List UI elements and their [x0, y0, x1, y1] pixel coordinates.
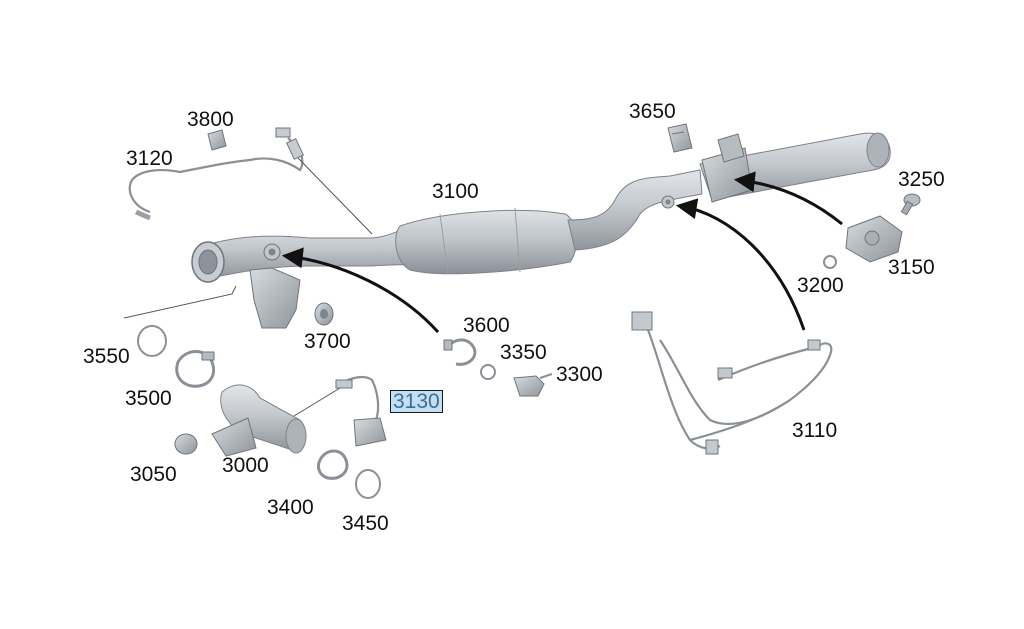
part-label-3500: 3500	[125, 387, 172, 410]
leader-line-3550	[123, 285, 237, 319]
actuator-3150	[845, 215, 903, 263]
part-label-3000: 3000	[222, 454, 269, 477]
clip-3800	[207, 129, 227, 151]
part-label-3100: 3100	[432, 180, 479, 203]
part-label-3110: 3110	[792, 419, 838, 442]
part-label-3350: 3350	[500, 341, 547, 364]
part-label-3400: 3400	[267, 496, 314, 519]
fitting-3300	[513, 373, 553, 397]
gasket-ring-3550	[137, 325, 167, 357]
sensor-harness-3110	[631, 311, 833, 455]
ring-3350	[480, 364, 496, 380]
sensor-3130	[335, 375, 387, 447]
part-label-3700: 3700	[304, 330, 351, 353]
part-label-3650: 3650	[629, 100, 676, 123]
grommet-3700	[314, 302, 334, 326]
part-label-3150: 3150	[888, 256, 935, 279]
cap-3050	[174, 433, 198, 455]
sensor-harness-3120	[128, 127, 304, 221]
part-label-3600: 3600	[463, 314, 510, 337]
part-label-3250: 3250	[898, 168, 945, 191]
part-label-3200: 3200	[797, 274, 844, 297]
screw-3250	[900, 193, 921, 216]
part-label-3450: 3450	[342, 512, 389, 535]
part-label-3550: 3550	[83, 345, 130, 368]
clamp-3600	[443, 338, 477, 366]
ring-3450	[355, 469, 381, 499]
exhaust-pipe-3100	[191, 132, 891, 329]
ring-clip-3200	[823, 255, 837, 269]
clamp-3500	[175, 350, 215, 388]
part-label-3050: 3050	[130, 463, 177, 486]
arrow-3600-to-front-boss	[281, 247, 440, 334]
pipe-section-3000	[211, 384, 307, 457]
part-label-3120: 3120	[126, 147, 173, 170]
arrow-3150-to-bracket	[733, 171, 843, 226]
arrow-3110-to-rear-boss	[675, 198, 806, 331]
leader-line-3130	[293, 387, 341, 417]
part-label-3800: 3800	[187, 108, 234, 131]
clamp-3400	[316, 449, 349, 480]
part-label-3300: 3300	[556, 363, 603, 386]
part-label-3130: 3130	[390, 390, 443, 413]
leader-line-3120	[297, 157, 373, 235]
bracket-3650	[667, 123, 693, 153]
